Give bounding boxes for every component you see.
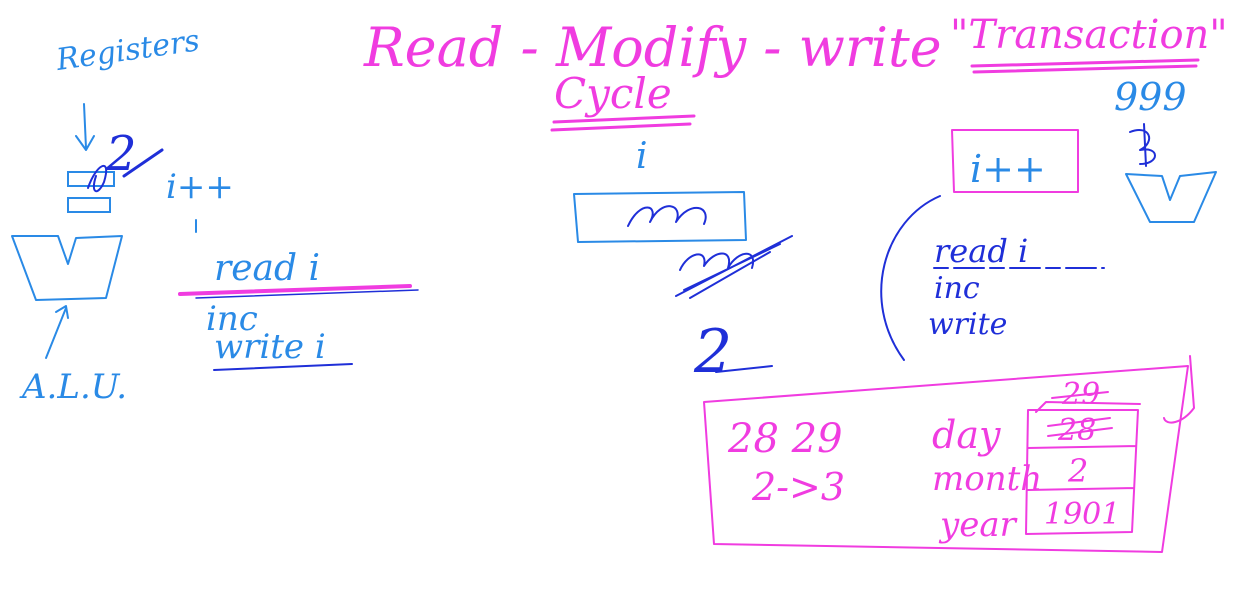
transaction-area: "Transaction" 999 i++ read i inc write (880, 12, 1228, 361)
right-bracket (880, 195, 941, 361)
register-slot-bottom (67, 197, 111, 213)
transaction-underline (970, 58, 1200, 74)
alu-shape (11, 235, 123, 301)
registers-label: Registers (53, 23, 202, 78)
right-step-read: read i (934, 232, 1028, 270)
date-table (1025, 401, 1141, 535)
registers-alu-sketch: Registers 2 A.L.U. (11, 23, 202, 407)
left-step-inc: inc (206, 299, 258, 339)
right-i-plus-plus: i++ (970, 147, 1046, 191)
transaction-scribble (1129, 123, 1156, 167)
left-write-underline (213, 363, 353, 371)
cell-month: 2 (1067, 452, 1088, 490)
register-slot-top (67, 171, 115, 187)
middle-value-underline (715, 365, 773, 373)
date-box: 28 29 2->3 day month year 29 28 2 1901 (703, 355, 1195, 553)
right-step-write: write (928, 307, 1007, 342)
title: Read - Modify - write Cycle (363, 16, 942, 132)
title-cycle: Cycle (554, 69, 672, 118)
transaction-label: "Transaction" (950, 12, 1228, 58)
left-read-underline-blue (195, 289, 419, 299)
middle-value-after: 2 (693, 317, 732, 387)
transaction-count: 999 (1114, 75, 1187, 119)
day-change: 28 29 (727, 416, 843, 462)
left-read-underline-magenta (178, 284, 412, 296)
cell-year: 1901 (1044, 497, 1120, 532)
month-change: 2->3 (751, 465, 845, 509)
left-step-read: read i (214, 248, 320, 289)
right-alu-shape (1125, 171, 1217, 223)
i-plus-plus-left: i++ (166, 167, 234, 207)
right-i-plus-plus-box (951, 129, 1079, 193)
label-day: day (932, 413, 1001, 457)
date-box-corner-arrow (1163, 355, 1195, 424)
middle-var-box (573, 191, 747, 243)
middle-crossed-value (675, 235, 793, 299)
register-digit: 2 (105, 126, 137, 182)
registers-arrow (75, 103, 95, 151)
label-year: year (938, 505, 1018, 545)
title-main: Read - Modify - write (363, 16, 942, 79)
cycle-underline (550, 114, 696, 132)
right-step-inc: inc (934, 271, 980, 306)
middle-var-label: i (636, 136, 648, 177)
alu-arrow (45, 305, 69, 359)
middle-box-scribble (627, 205, 707, 227)
label-month: month (932, 459, 1042, 499)
left-step-write: write i (214, 327, 326, 367)
date-box-border (703, 365, 1189, 553)
register-underline (122, 148, 164, 178)
middle-variable: i 2 (573, 136, 793, 387)
alu-label: A.L.U. (19, 367, 127, 407)
register-scribble (87, 164, 108, 192)
cell-day-strike (1047, 391, 1113, 437)
left-steps: i++ read i inc write i (166, 167, 419, 371)
